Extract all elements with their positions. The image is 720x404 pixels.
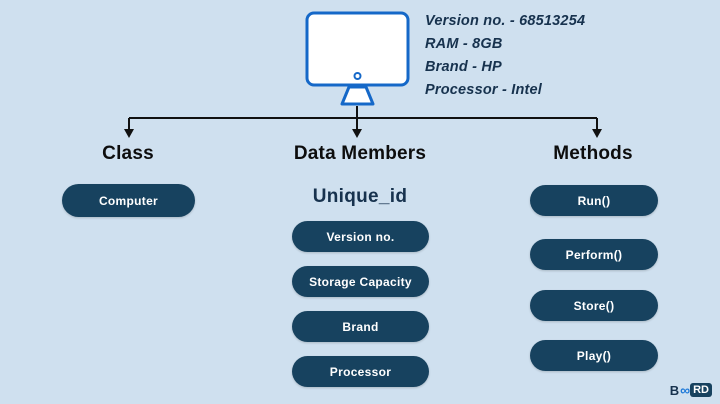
method-pill-run: Run() <box>530 185 658 216</box>
method-pill-perform: Perform() <box>530 239 658 270</box>
method-pill-store: Store() <box>530 290 658 321</box>
heading-class: Class <box>102 143 154 164</box>
boord-logo: B ∞ RD <box>670 382 712 398</box>
data-member-unique-id: Unique_id <box>312 186 408 207</box>
data-member-pill-processor: Processor <box>292 356 429 387</box>
heading-data-members: Data Members <box>293 143 427 164</box>
tree-connectors <box>124 106 602 138</box>
heading-methods: Methods <box>553 143 633 164</box>
class-pill-computer: Computer <box>62 184 195 217</box>
computer-monitor-icon <box>305 11 410 106</box>
method-pill-play: Play() <box>530 340 658 371</box>
logo-prefix: B <box>669 382 680 398</box>
annotation-version: Version no. - 68513254 <box>425 13 586 29</box>
annotation-ram: RAM - 8GB <box>425 36 503 52</box>
annotation-brand: Brand - HP <box>425 59 502 75</box>
annotation-processor: Processor - Intel <box>425 82 543 98</box>
data-member-pill-brand: Brand <box>292 311 429 342</box>
logo-suffix: RD <box>690 383 712 397</box>
data-member-pill-version: Version no. <box>292 221 429 252</box>
logo-infinity-icon: ∞ <box>680 382 690 398</box>
object-attributes-annotation: Version no. - 68513254 RAM - 8GB Brand -… <box>425 10 585 102</box>
data-member-pill-storage: Storage Capacity <box>292 266 429 297</box>
